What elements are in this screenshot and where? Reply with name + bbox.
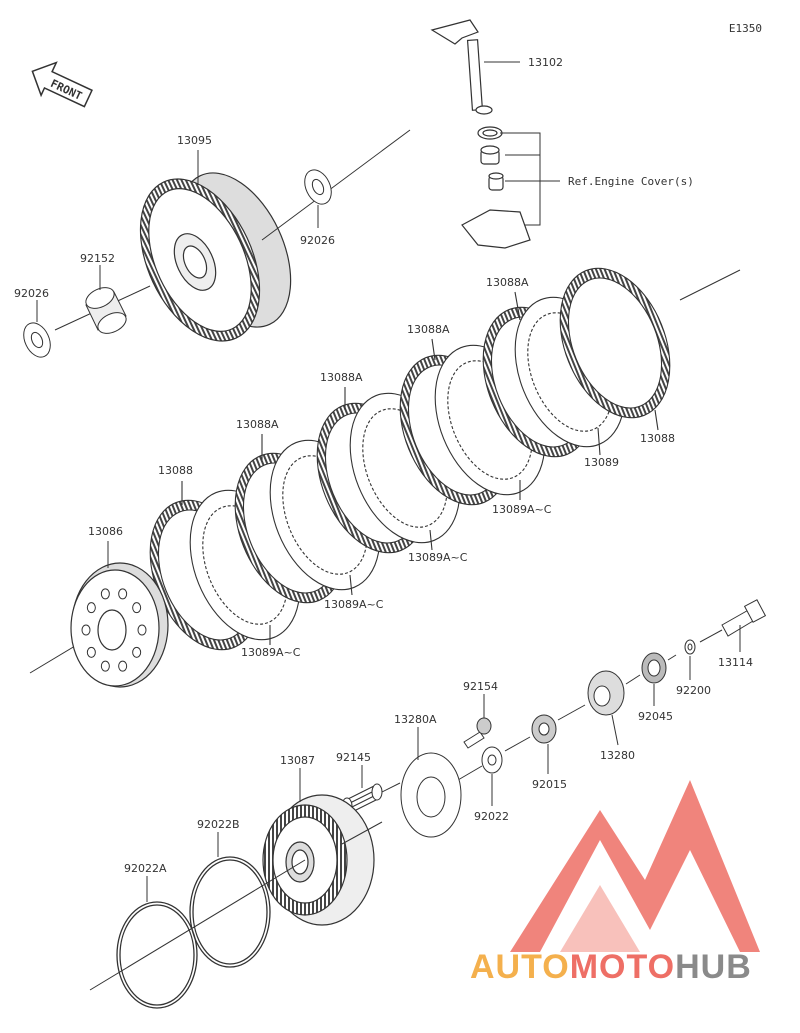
- circlip-92022A: [116, 901, 198, 1009]
- washer-92026-left: [23, 322, 51, 358]
- bolt-hole: [132, 602, 142, 614]
- label-13088-left: 13088: [158, 464, 193, 477]
- watermark-text: AUTOMOTOHUB: [470, 948, 790, 988]
- pushrod-bolt-13114: [721, 599, 767, 637]
- shaft-13102: [430, 19, 493, 115]
- watermark-part3: HUB: [675, 948, 752, 986]
- diagram-code: E1350: [728, 22, 762, 35]
- bolt-hole: [118, 588, 128, 600]
- label-13089AC-3: 13089A~C: [324, 598, 384, 611]
- label-13086: 13086: [88, 525, 123, 538]
- bearing-92045: [641, 652, 667, 684]
- label-13089AC-2: 13089A~C: [408, 551, 468, 564]
- clutch-hub-13087: [262, 794, 375, 926]
- watermark-part2: MOTO: [569, 948, 676, 986]
- bolt-hole: [86, 646, 96, 658]
- label-13088A-2: 13088A: [407, 323, 450, 336]
- ref-note: Ref.Engine Cover(s): [568, 175, 694, 188]
- leader-line: [349, 574, 353, 596]
- clutch-plate-stack: [149, 267, 671, 651]
- nut-92015: [531, 714, 557, 744]
- label-13114: 13114: [718, 656, 753, 669]
- label-13089AC-1: 13089A~C: [492, 503, 552, 516]
- label-13088A-4: 13088A: [236, 418, 279, 431]
- bolt-hole: [132, 646, 142, 658]
- lifter-13280: [587, 670, 625, 716]
- label-92015: 92015: [532, 778, 567, 791]
- bolt-hole: [100, 588, 110, 600]
- label-13088A-1: 13088A: [486, 276, 529, 289]
- label-13087: 13087: [280, 754, 315, 767]
- label-92145: 92145: [336, 751, 371, 764]
- bolt-hole: [137, 624, 147, 636]
- leader-line: [514, 291, 521, 321]
- label-13088-top: 13088: [640, 432, 675, 445]
- label-13095: 13095: [177, 134, 212, 147]
- washer-92022: [481, 746, 503, 774]
- pressure-plate-holes: [81, 588, 147, 672]
- label-92045: 92045: [638, 710, 673, 723]
- leader-line: [597, 427, 601, 456]
- label-13088A-3: 13088A: [320, 371, 363, 384]
- front-arrow-icon: FRONT: [31, 61, 93, 108]
- label-92026-right: 92026: [300, 234, 335, 247]
- plate-13280A: [400, 752, 462, 838]
- washer-92200: [684, 639, 696, 655]
- label-92022B: 92022B: [197, 818, 240, 831]
- clutch-housing-13095: [139, 172, 292, 342]
- bolt-hole: [81, 624, 91, 636]
- label-92154: 92154: [463, 680, 498, 693]
- circlip-92022B: [189, 856, 271, 968]
- label-92026-left: 92026: [14, 287, 49, 300]
- label-92022A: 92022A: [124, 862, 167, 875]
- bolt-hole: [100, 660, 110, 672]
- washer-92026-right: [304, 169, 332, 205]
- label-92200: 92200: [676, 684, 711, 697]
- leader-line: [654, 409, 659, 431]
- label-92022: 92022: [474, 810, 509, 823]
- watermark-part1: AUTO: [470, 948, 570, 986]
- label-13280: 13280: [600, 749, 635, 762]
- label-92152: 92152: [80, 252, 115, 265]
- leader-line: [429, 529, 433, 551]
- bearing-stack: [461, 126, 531, 249]
- label-13102: 13102: [528, 56, 563, 69]
- label-13280A: 13280A: [394, 713, 437, 726]
- plate-bore: [567, 277, 663, 409]
- sleeve-92152: [85, 287, 127, 334]
- automotohub-logo-icon: [510, 780, 760, 952]
- bolt-hole: [118, 660, 128, 672]
- label-13089AC-4: 13089A~C: [241, 646, 301, 659]
- bolt-hole: [86, 602, 96, 614]
- bolt-92154: [463, 717, 492, 749]
- leader-line: [431, 338, 436, 361]
- label-13089: 13089: [584, 456, 619, 469]
